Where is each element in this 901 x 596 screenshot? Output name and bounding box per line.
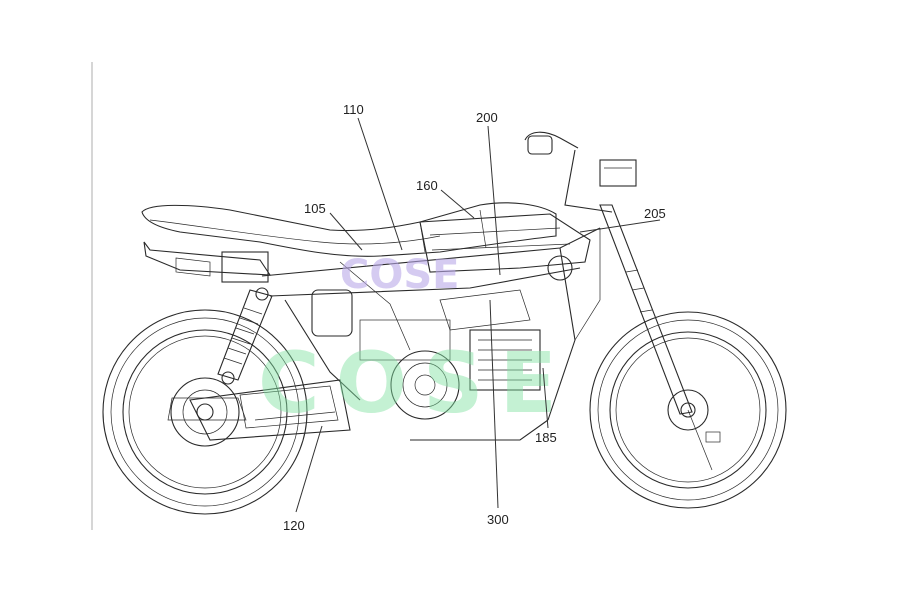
- svg-text:COSE: COSE: [340, 252, 460, 298]
- leader-lines: [295, 117, 661, 513]
- motor-assembly: [311, 255, 573, 420]
- ref-label-205: 205: [644, 206, 666, 221]
- ref-label-185: 185: [535, 430, 557, 445]
- watermark: COSE COSE: [258, 252, 573, 432]
- tail-section: [143, 241, 272, 283]
- ref-label-300: 300: [487, 512, 509, 527]
- tank: [419, 213, 591, 273]
- frame: [261, 227, 601, 441]
- ref-label-200: 200: [476, 110, 498, 125]
- ref-label-120: 120: [283, 518, 305, 533]
- ref-label-160: 160: [416, 178, 438, 193]
- ref-label-105: 105: [304, 201, 326, 216]
- front-fork: [524, 131, 693, 415]
- front-wheel: [589, 311, 787, 509]
- reference-labels: 110 200 160 105 205 185 120 300: [283, 102, 666, 533]
- ref-label-110: 110: [343, 102, 364, 117]
- rear-shock: [217, 287, 273, 385]
- svg-text:COSE: COSE: [258, 334, 573, 432]
- swingarm: [189, 379, 351, 441]
- seat: [141, 202, 557, 257]
- rear-wheel: [102, 309, 308, 515]
